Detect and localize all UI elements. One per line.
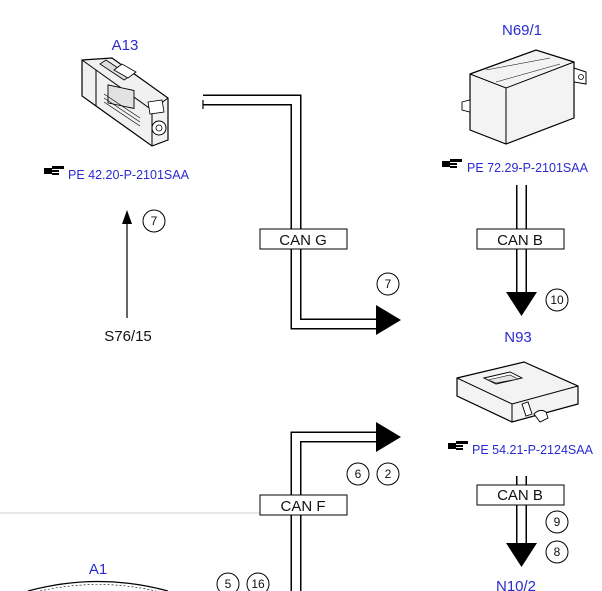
pointing-hand-icon: [442, 159, 462, 168]
can-f-arrowhead: [376, 422, 401, 452]
pointing-hand-icon: [448, 441, 468, 450]
bus-label-can-b-bottom: CAN B: [497, 487, 543, 504]
marker-8: [545, 540, 569, 564]
bus-box-can-g: [259, 228, 348, 250]
bus-label-can-b-top: CAN B: [497, 232, 543, 249]
marker-7-b: [376, 272, 400, 296]
marker-6-label: 6: [355, 467, 362, 481]
marker-6: [346, 462, 370, 486]
can-g-bus-outer: [203, 94, 378, 330]
marker-5-label: 5: [225, 577, 232, 591]
marker-5: [216, 572, 240, 591]
marker-2: [376, 462, 400, 486]
ref-a13[interactable]: PE 42.20-P-2101SAA: [68, 168, 190, 182]
can-b-bottom-arrowhead: [506, 543, 537, 567]
marker-7-b-label: 7: [385, 277, 392, 291]
marker-9-label: 9: [554, 515, 561, 529]
bus-box-can-b-top: [476, 228, 565, 250]
marker-7-a-label: 7: [151, 214, 158, 228]
marker-16: [246, 572, 270, 591]
marker-7-a: [142, 209, 166, 233]
component-label-n10-2: N10/2: [496, 578, 536, 591]
can-g-bus-inner: [203, 96, 378, 328]
component-a13-device: [81, 57, 169, 147]
bus-box-can-f: [259, 494, 348, 516]
can-b-top-arrowhead: [506, 292, 537, 316]
marker-8-label: 8: [554, 545, 561, 559]
marker-2-label: 2: [385, 467, 392, 481]
can-b-bottom-bus-inner: [517, 476, 526, 546]
component-label-n93: N93: [504, 329, 532, 346]
marker-16-label: 16: [251, 577, 265, 591]
ref-n93[interactable]: PE 54.21-P-2124SAA: [472, 443, 594, 457]
component-label-a1: A1: [89, 561, 107, 578]
pointing-hand-icon: [44, 166, 64, 175]
component-n93-device: [456, 361, 579, 423]
component-a1-device: [27, 580, 169, 591]
component-label-n69-1: N69/1: [502, 22, 542, 39]
bus-label-can-g: CAN G: [279, 232, 327, 249]
component-label-s76-15: S76/15: [104, 328, 152, 345]
bus-box-can-b-bottom: [476, 484, 565, 506]
marker-10: [545, 288, 569, 312]
bus-label-can-f: CAN F: [281, 498, 326, 515]
marker-10-label: 10: [550, 293, 564, 307]
can-g-arrowhead: [376, 305, 401, 335]
s76-15-arrowhead: [122, 210, 132, 224]
can-f-bus-inner: [292, 433, 378, 591]
ref-n69-1[interactable]: PE 72.29-P-2101SAA: [467, 161, 589, 175]
marker-9: [545, 510, 569, 534]
component-n69-1-device: [461, 49, 587, 145]
component-label-a13: A13: [112, 37, 139, 54]
